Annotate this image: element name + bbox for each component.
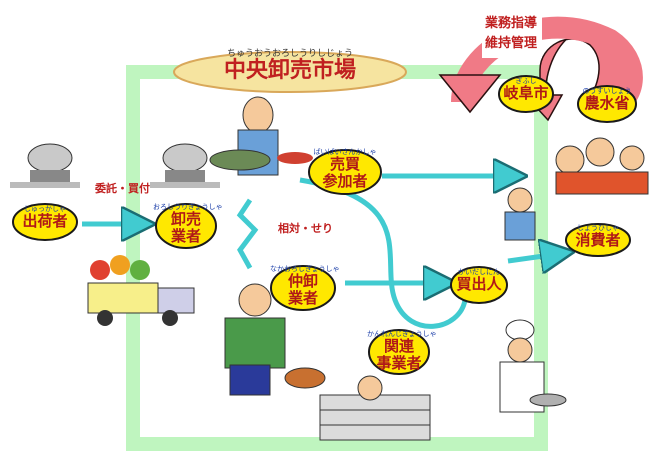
node-intermediate-wholesaler: なかおろしぎょうしゃ 仲卸 業者 bbox=[270, 265, 340, 307]
node-related-business: かんれんじぎょうしゃ 関連 事業者 bbox=[367, 330, 437, 372]
fish-auctioneer-icon bbox=[209, 96, 313, 176]
satellite-dish-icon-2 bbox=[150, 143, 220, 188]
node-buyer: かいだしにん 買出人 bbox=[456, 268, 502, 293]
consign-label: 委託・買付 bbox=[95, 182, 150, 195]
chef-icon bbox=[499, 319, 567, 413]
flow-arrows bbox=[82, 176, 565, 329]
family-icon bbox=[504, 137, 649, 241]
node-auction-participant: ばいばいさんかしゃ 売買 参加者 bbox=[313, 148, 377, 190]
produce-truck-icon bbox=[87, 255, 195, 326]
node-ministry: のうすいしょう 農水省 bbox=[582, 87, 632, 112]
node-gifu-city: ぎふし 岐阜市 bbox=[503, 77, 549, 102]
vegetable-vendor-icon bbox=[224, 283, 326, 396]
node-shapes bbox=[12, 75, 637, 375]
negotiation-label: 相対・せり bbox=[278, 222, 333, 235]
guidance-label-2: 維持管理 bbox=[485, 36, 538, 51]
title-banner bbox=[173, 51, 407, 93]
node-shipper: しゅっかしゃ 出荷者 bbox=[22, 205, 68, 230]
node-wholesaler: おろしうりぎょうしゃ 卸売 業者 bbox=[153, 203, 223, 245]
market-frame bbox=[126, 65, 548, 451]
page-title: ちゅうおうおろしうりしじょう 中央卸売市場 bbox=[190, 50, 390, 84]
node-consumer: しょうひしゃ 消費者 bbox=[575, 224, 621, 249]
food-counter-icon bbox=[319, 375, 431, 441]
title-ruby: ちゅうおうおろしうりしじょう bbox=[226, 49, 353, 59]
title-text: 中央卸売市場 bbox=[223, 58, 356, 83]
satellite-dish-icon bbox=[10, 143, 80, 188]
guidance-label-1: 業務指導 bbox=[485, 16, 538, 31]
